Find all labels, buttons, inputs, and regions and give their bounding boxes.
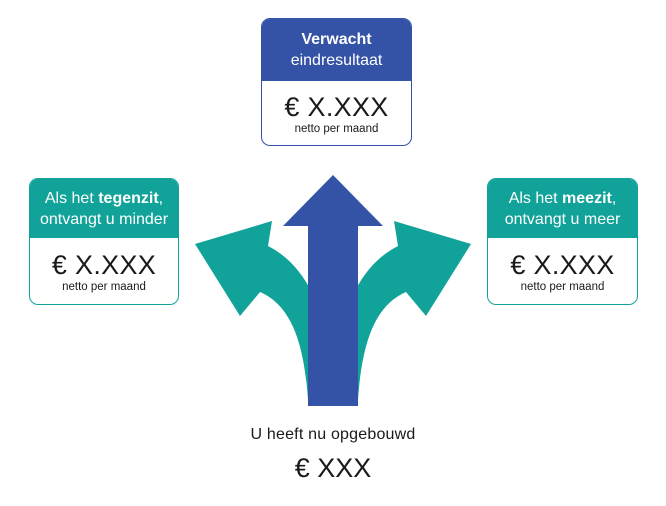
expected-result-header: Verwacht eindresultaat [262,19,411,81]
upside-title-line2: ontvangt u meer [504,210,621,228]
upside-body: € X.XXX netto per maand [488,238,637,294]
expected-result-amount: € X.XXX [284,92,389,122]
expected-result-body: € X.XXX netto per maand [262,81,411,136]
upside-keyword: meezit [562,189,612,207]
upside-suffix: , [611,189,617,207]
downside-keyword: tegenzit [98,189,159,207]
upside-prefix: Als het [508,189,563,207]
downside-suffix: , [158,189,164,207]
downside-amount: € X.XXX [51,250,157,280]
upside-amount: € X.XXX [510,250,615,280]
downside-header: Als het tegenzit, ontvangt u minder [30,179,178,238]
downside-title-line1: Als het tegenzit, [30,188,178,209]
arrow-up-icon [283,175,383,406]
upside-title-line1: Als het meezit, [488,188,637,209]
built-up-label: U heeft nu opgebouwd [250,426,416,443]
upside-card: Als het meezit, ontvangt u meer € X.XXX … [487,178,638,305]
curved-arrow-right-icon [336,221,471,400]
downside-prefix: Als het [44,189,99,207]
downside-caption: netto per maand [62,281,146,293]
upside-caption: netto per maand [520,281,605,293]
downside-body: € X.XXX netto per maand [30,238,178,294]
expected-result-card: Verwacht eindresultaat € X.XXX netto per… [261,18,412,146]
downside-card: Als het tegenzit, ontvangt u minder € X.… [29,178,179,305]
downside-title-line2: ontvangt u minder [39,210,169,228]
expected-result-caption: netto per maand [294,123,379,135]
expected-result-subtitle: eindresultaat [290,52,383,69]
built-up-amount: € XXX [294,453,372,483]
curved-arrow-left-icon [195,221,330,400]
upside-header: Als het meezit, ontvangt u meer [488,179,637,238]
expected-result-title: Verwacht [301,31,372,48]
